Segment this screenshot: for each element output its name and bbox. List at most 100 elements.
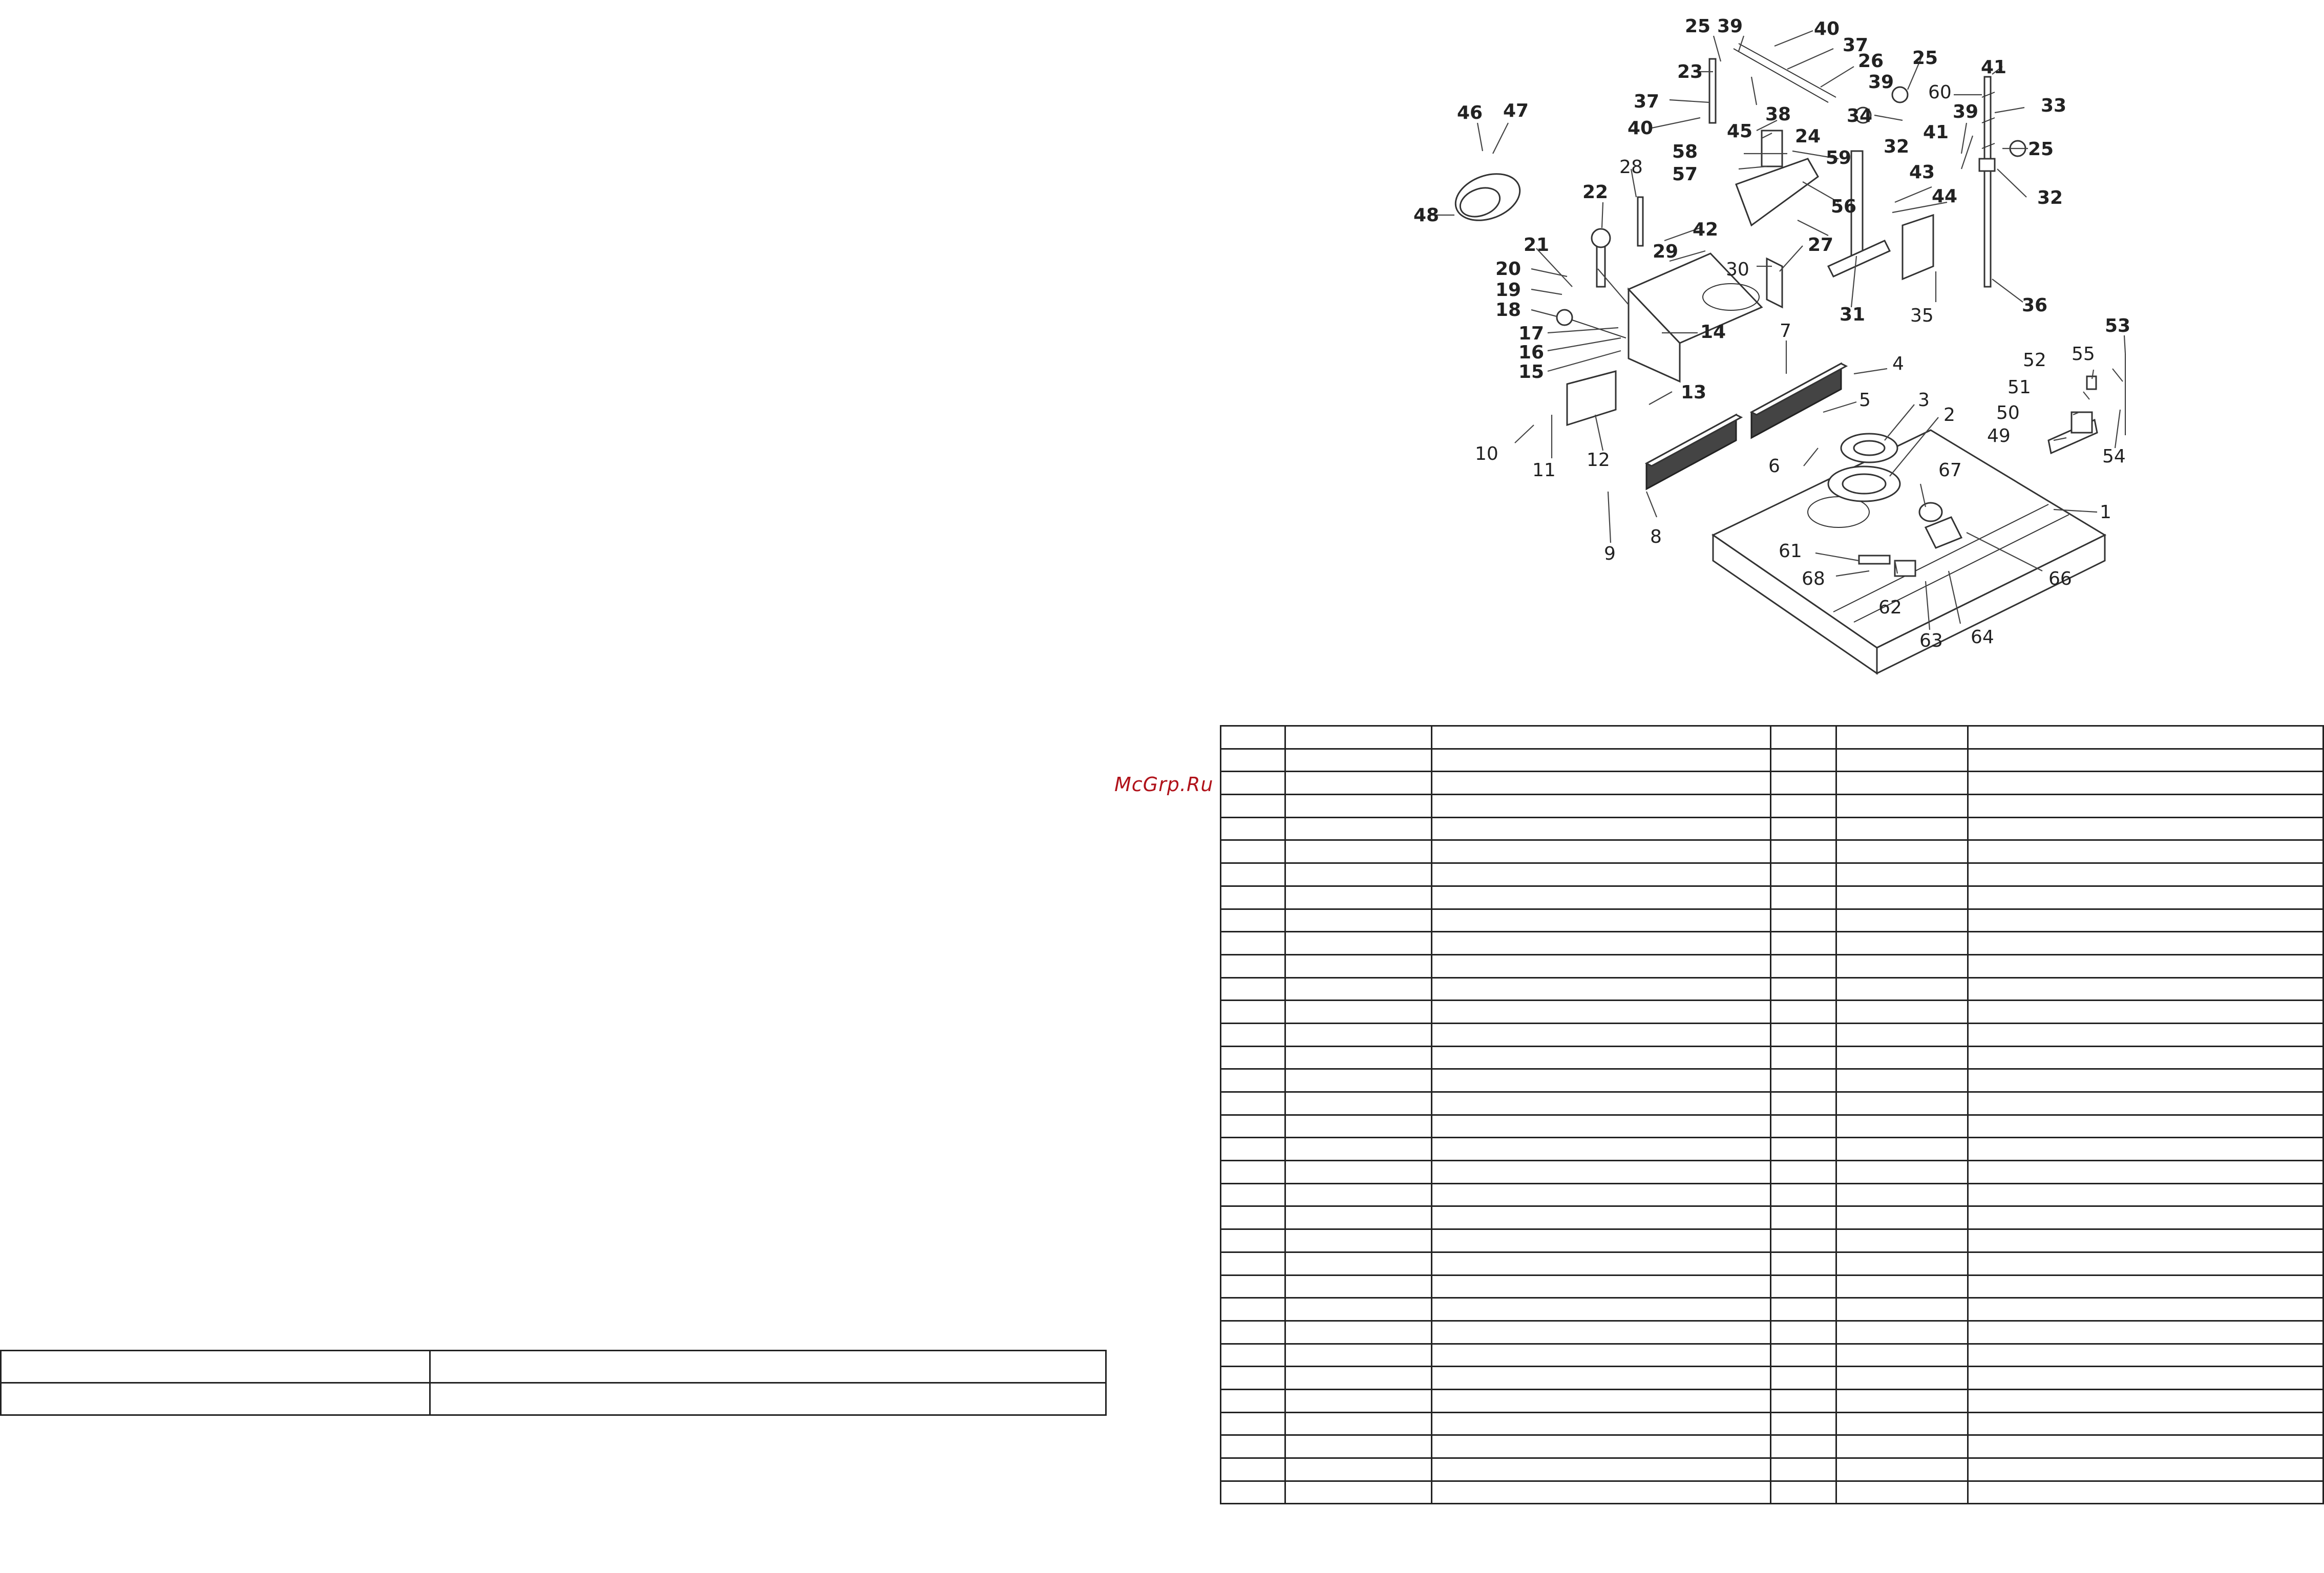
table-row <box>1220 1045 2324 1070</box>
table-cell <box>1284 1182 1432 1207</box>
table-cell <box>1220 1068 1286 1093</box>
table-cell <box>1967 748 2324 773</box>
table-cell <box>1284 1045 1432 1070</box>
table-row <box>1220 1160 2324 1184</box>
callout-17: 17 <box>1518 323 1544 344</box>
table-cell <box>1431 1228 1771 1253</box>
callout-37a: 37 <box>1634 91 1659 112</box>
table-row <box>1220 771 2324 796</box>
table-cell <box>1835 931 1969 955</box>
table-cell <box>1770 1114 1837 1139</box>
table-cell <box>1835 1091 1969 1116</box>
table-cell <box>1967 885 2324 910</box>
table-cell <box>1431 1022 1771 1047</box>
table-cell <box>1770 953 1837 979</box>
table-cell <box>1431 1274 1771 1299</box>
table-cell <box>1967 1205 2324 1230</box>
table-row <box>1220 1411 2324 1436</box>
table-cell <box>1770 862 1837 887</box>
table-cell <box>1835 1114 1969 1139</box>
table-cell <box>1220 1091 1286 1116</box>
callout-26: 26 <box>1858 51 1884 72</box>
table-cell <box>1967 1182 2324 1207</box>
table-cell <box>1770 1137 1837 1162</box>
callout-16: 16 <box>1518 342 1544 363</box>
table-cell <box>1220 1022 1286 1047</box>
table-cell <box>1431 748 1771 773</box>
callout-30: 30 <box>1726 259 1749 280</box>
table-cell <box>1431 1000 1771 1024</box>
table-cell <box>1431 1160 1771 1184</box>
table-cell <box>1770 1045 1837 1070</box>
table-cell <box>429 1382 1107 1416</box>
callout-38: 38 <box>1765 104 1791 125</box>
table-cell <box>1220 1457 1286 1482</box>
table-cell <box>1431 1434 1771 1459</box>
table-cell <box>1284 1205 1432 1230</box>
table-row <box>1220 1000 2324 1024</box>
table-cell <box>1431 725 1771 750</box>
callout-61: 61 <box>1779 541 1802 562</box>
callout-52: 52 <box>2023 350 2046 371</box>
table-row <box>1220 885 2324 910</box>
table-cell <box>1835 1343 1969 1368</box>
callout-25b: 25 <box>1912 48 1938 69</box>
table-cell <box>1220 953 1286 979</box>
table-cell <box>1770 1000 1837 1024</box>
table-row <box>1220 1228 2324 1253</box>
table-row <box>1220 1205 2324 1230</box>
table-base-drawing <box>1712 429 2107 675</box>
callout-47: 47 <box>1503 100 1529 121</box>
callout-15: 15 <box>1518 362 1544 382</box>
table-cell <box>1431 1297 1771 1322</box>
table-cell <box>1220 725 1286 750</box>
table-cell <box>1431 976 1771 1002</box>
table-row <box>1220 976 2324 1002</box>
table-cell <box>1770 931 1837 955</box>
callout-49: 49 <box>1987 426 2011 447</box>
table-cell <box>1220 1182 1286 1207</box>
table-cell <box>1967 816 2324 841</box>
table-cell <box>1770 1388 1837 1413</box>
table-cell <box>1835 1297 1969 1322</box>
table-cell <box>1220 1114 1286 1139</box>
callout-54: 54 <box>2102 446 2126 467</box>
table-cell <box>1431 839 1771 864</box>
table-cell <box>1770 1343 1837 1368</box>
table-cell <box>1967 1045 2324 1070</box>
callout-41a: 41 <box>1981 57 2006 78</box>
table-cell <box>1284 1228 1432 1253</box>
callout-36: 36 <box>2022 295 2047 316</box>
callout-34: 34 <box>1847 105 1872 126</box>
table-cell <box>1967 1251 2324 1276</box>
guard-assembly-drawing <box>1708 43 1909 227</box>
callout-19: 19 <box>1495 280 1521 301</box>
table-cell <box>1284 1000 1432 1024</box>
table-cell <box>1835 1045 1969 1070</box>
knobs-drawing <box>1556 196 1644 338</box>
table-cell <box>1431 1068 1771 1093</box>
table-cell <box>1431 885 1771 910</box>
table-cell <box>1967 1297 2324 1322</box>
table-cell <box>1431 953 1771 979</box>
table-cell <box>1835 1022 1969 1047</box>
table-row <box>1220 1480 2324 1505</box>
table-cell <box>1220 816 1286 841</box>
callout-25c: 25 <box>2028 139 2054 160</box>
callout-66: 66 <box>2048 568 2072 589</box>
table-cell <box>1770 839 1837 864</box>
callout-32a: 32 <box>1884 136 1909 157</box>
callout-22: 22 <box>1582 182 1608 203</box>
callout-60: 60 <box>1928 82 1952 103</box>
table-cell <box>1967 862 2324 887</box>
table-cell <box>1431 1457 1771 1482</box>
table-cell <box>1220 1137 1286 1162</box>
table-cell <box>1284 1320 1432 1345</box>
callout-6: 6 <box>1768 456 1780 477</box>
table-cell <box>1770 816 1837 841</box>
leader-lines <box>1430 30 2126 630</box>
table-cell <box>1284 816 1432 841</box>
table-row <box>1220 1137 2324 1162</box>
table-cell <box>1835 976 1969 1002</box>
table-cell <box>1835 862 1969 887</box>
